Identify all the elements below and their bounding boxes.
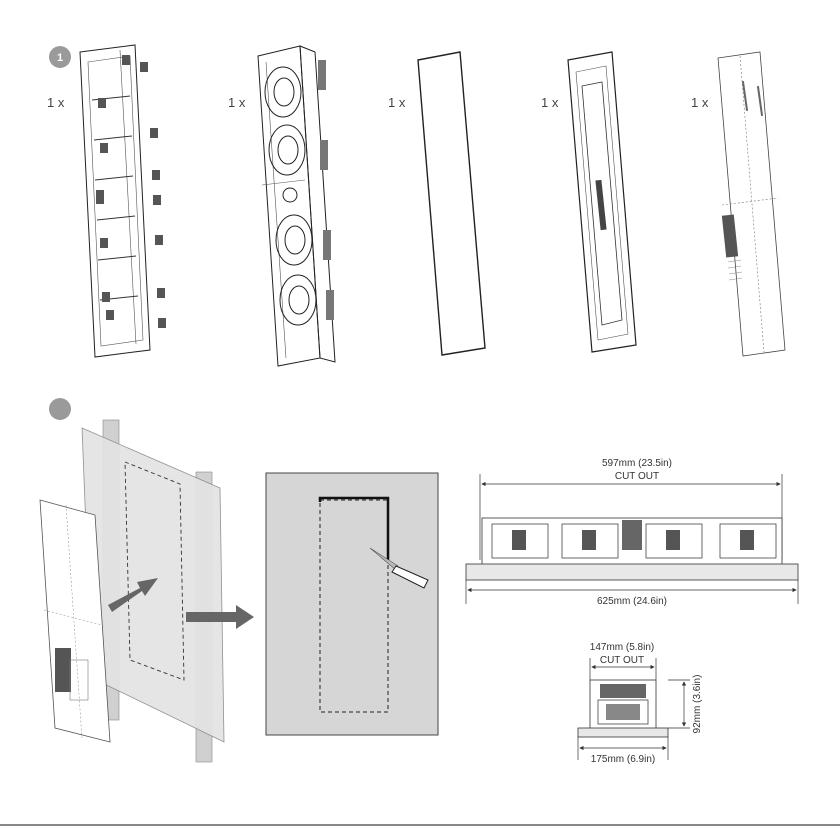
- step-1-number: 1: [57, 52, 63, 64]
- front-dimension-view: 597mm (23.5in) CUT OUT 625mm (24.6in): [466, 458, 798, 607]
- step-1-badge: 1: [49, 46, 71, 68]
- paint-shield-illustration: [568, 52, 636, 352]
- mounting-frame-illustration: [80, 45, 166, 357]
- front-cutout-text: CUT OUT: [615, 471, 659, 482]
- side-cutout-text: CUT OUT: [600, 655, 644, 666]
- speaker-unit-illustration: [258, 46, 335, 366]
- front-overall-width-label: 625mm (24.6in): [597, 596, 667, 607]
- front-cutout-width-label: 597mm (23.5in): [602, 458, 672, 469]
- side-dimension-view: 147mm (5.8in) CUT OUT 92mm (3.6in) 175mm…: [578, 642, 703, 765]
- part-2-quantity: 1 x: [228, 95, 246, 110]
- side-depth-label: 92mm (3.6in): [692, 675, 703, 734]
- step-2-badge: [49, 398, 71, 420]
- part-3-quantity: 1 x: [388, 95, 406, 110]
- grille-illustration: [418, 52, 485, 355]
- part-1-quantity: 1 x: [47, 95, 65, 110]
- side-overall-width-label: 175mm (6.9in): [591, 754, 655, 765]
- part-4-quantity: 1 x: [541, 95, 559, 110]
- cutting-detail-panel: [266, 473, 438, 735]
- cutting-template-illustration: [718, 52, 785, 356]
- side-cutout-width-label: 147mm (5.8in): [590, 642, 654, 653]
- part-5-quantity: 1 x: [691, 95, 709, 110]
